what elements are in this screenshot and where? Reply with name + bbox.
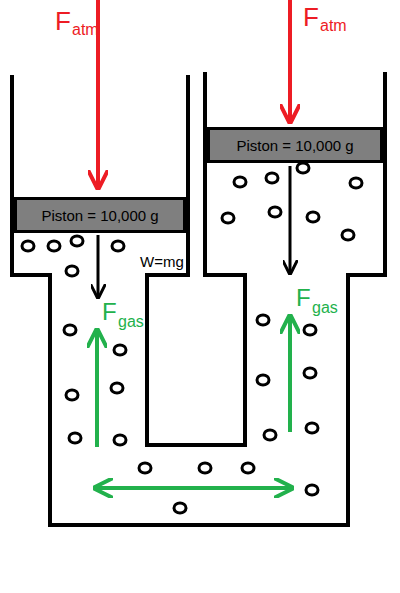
gas-molecule xyxy=(139,463,151,473)
gas-molecule xyxy=(306,423,318,433)
gas-molecule xyxy=(69,433,81,443)
force-symbol: F xyxy=(102,300,117,324)
gas-molecule xyxy=(114,435,126,445)
gas-molecules xyxy=(22,163,362,513)
weight-arrow xyxy=(97,235,100,296)
gas-molecule xyxy=(297,163,309,173)
gas-molecule xyxy=(22,241,34,251)
gas-molecule xyxy=(266,173,278,183)
piston: Piston = 10,000 g xyxy=(14,197,186,233)
gas-molecule xyxy=(264,430,276,440)
force-symbol: F xyxy=(55,8,71,34)
gas-molecule xyxy=(66,390,78,400)
gas-molecule xyxy=(112,241,124,251)
gas-force-arrow xyxy=(288,318,292,432)
force-subscript: gas xyxy=(118,314,144,330)
gas-molecule xyxy=(66,266,78,276)
gas-molecule xyxy=(199,463,211,473)
force-subscript: atm xyxy=(320,18,347,34)
gas-molecule xyxy=(64,325,76,335)
gas-molecule xyxy=(71,236,83,246)
gas-molecule xyxy=(306,485,318,495)
piston: Piston = 10,000 g xyxy=(207,127,383,163)
gas-molecule xyxy=(257,315,269,325)
weight-formula: W=mg xyxy=(140,254,184,269)
vessel-outer-wall xyxy=(12,72,385,525)
piston-label: Piston = 10,000 g xyxy=(41,207,158,224)
piston-label: Piston = 10,000 g xyxy=(236,137,353,154)
force-symbol: F xyxy=(296,286,311,310)
gas-molecule xyxy=(257,375,269,385)
gas-molecule xyxy=(48,241,60,251)
force-subscript: gas xyxy=(312,300,338,316)
gas-molecule xyxy=(242,463,254,473)
gas-molecule xyxy=(307,212,319,222)
gas-molecule xyxy=(234,177,246,187)
pressure-transfer-arrow xyxy=(97,486,290,490)
atm-force-arrow xyxy=(288,0,292,120)
force-subscript: atm xyxy=(72,22,99,38)
gas-molecule xyxy=(114,345,126,355)
gas-molecule xyxy=(304,325,316,335)
gas-molecule xyxy=(269,207,281,217)
gas-molecule xyxy=(304,368,316,378)
gas-molecule xyxy=(342,230,354,240)
gas-molecule xyxy=(111,383,123,393)
force-symbol: F xyxy=(303,4,319,30)
weight-arrow xyxy=(289,166,292,272)
gas-force-arrow xyxy=(95,332,99,447)
gas-molecule xyxy=(350,178,362,188)
gas-molecule xyxy=(222,213,234,223)
gas-molecule xyxy=(174,503,186,513)
